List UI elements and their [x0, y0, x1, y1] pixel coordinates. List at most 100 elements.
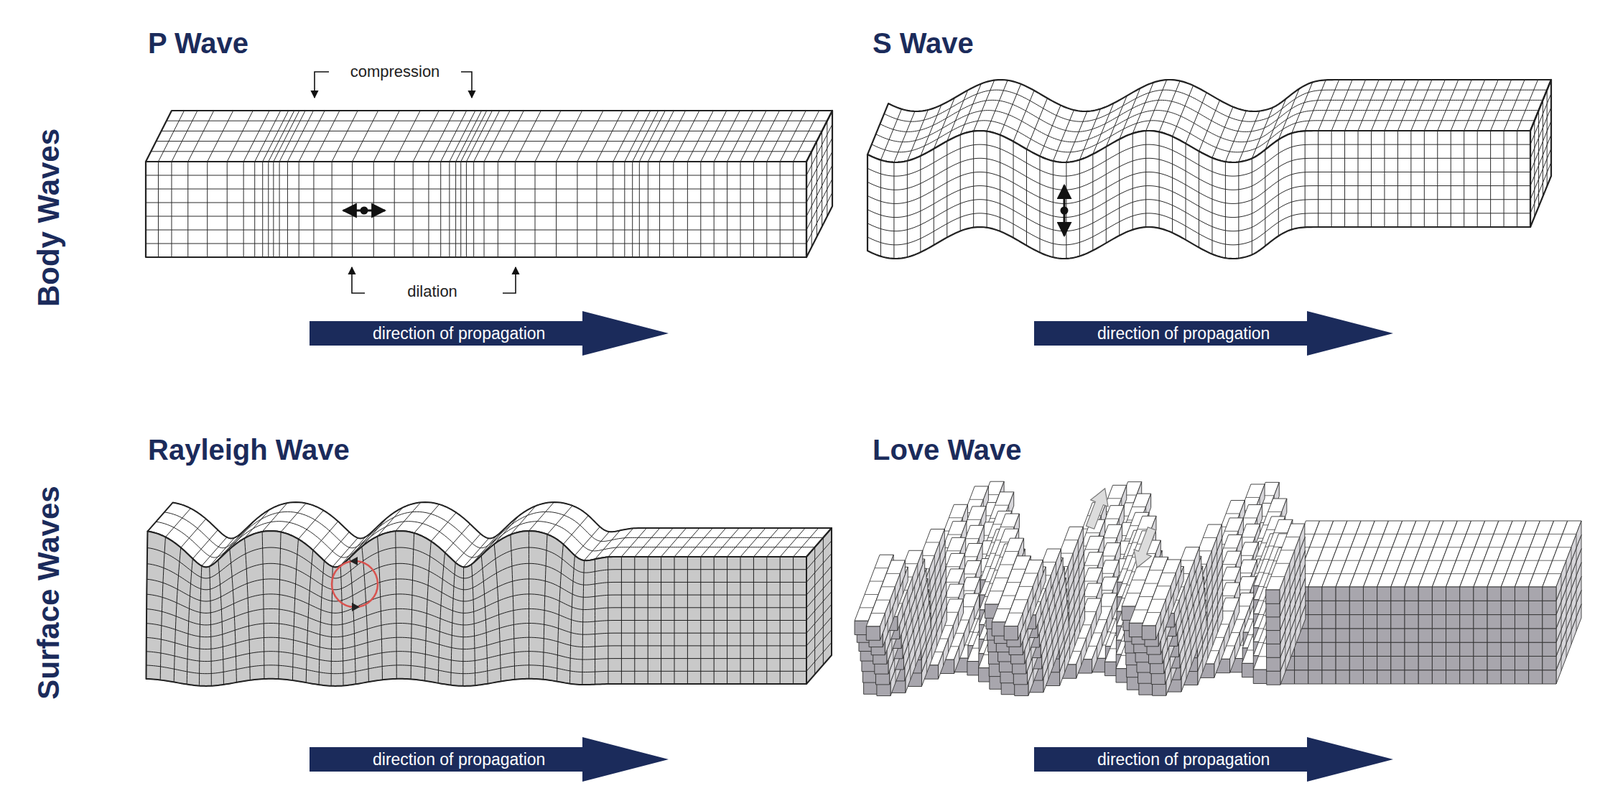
- front-face: [1294, 642, 1309, 656]
- propagation-arrow: direction of propagation: [1034, 310, 1394, 356]
- arrow-label: direction of propagation: [1097, 325, 1270, 342]
- front-face: [145, 161, 807, 258]
- front-face: [1308, 614, 1323, 629]
- front-face: [991, 621, 1006, 636]
- front-face: [1514, 642, 1529, 656]
- front-face: [1514, 628, 1529, 643]
- front-face: [1322, 600, 1336, 615]
- front-face: [1349, 614, 1364, 629]
- motion-arrow: [1081, 484, 1114, 530]
- front-face: [1500, 586, 1515, 601]
- front-face: [1377, 655, 1392, 670]
- front-face: [1404, 600, 1419, 615]
- front-face: [1500, 670, 1515, 684]
- ground-block: [1141, 559, 1181, 640]
- front-face: [1459, 628, 1474, 643]
- arrow-fill: [309, 310, 669, 356]
- front-face: [1446, 670, 1460, 684]
- front-face: [867, 130, 1531, 259]
- front-face: [1487, 628, 1501, 643]
- front-face: [1266, 589, 1280, 604]
- front-face: [1487, 655, 1501, 670]
- front-face: [1500, 600, 1515, 615]
- front-face: [1391, 655, 1405, 670]
- front-face: [1335, 642, 1350, 656]
- particle-orbit: [331, 560, 378, 607]
- front-face: [1418, 670, 1432, 684]
- front-face: [1266, 670, 1281, 685]
- label-anchor: S Wave: [872, 27, 974, 59]
- front-face: [1335, 670, 1350, 684]
- front-face: [1322, 586, 1336, 601]
- front-face: [1363, 642, 1377, 656]
- side-face: [1556, 520, 1582, 601]
- ground-block: [1266, 523, 1305, 604]
- front-face: [1349, 600, 1364, 615]
- grid-lines: [145, 110, 833, 258]
- front-face: [1363, 628, 1377, 643]
- front-face: [1528, 655, 1543, 670]
- front-face: [1391, 600, 1405, 615]
- front-face: [866, 626, 880, 640]
- front-face: [1294, 670, 1309, 684]
- orbit-arrowhead: [351, 602, 360, 612]
- side-face: [1017, 560, 1043, 640]
- front-face: [1446, 600, 1460, 615]
- orbit-arrowhead: [349, 556, 358, 566]
- callout-label: dilation: [407, 282, 458, 301]
- front-face: [1322, 670, 1336, 684]
- front-face: [1446, 586, 1460, 601]
- front-face: [1404, 614, 1419, 629]
- front-face: [1349, 670, 1364, 684]
- front-face: [1542, 655, 1557, 670]
- front-face: [1542, 614, 1557, 629]
- front-face: [1431, 600, 1446, 615]
- p-wave-block: [145, 110, 833, 258]
- front-face: [1404, 586, 1419, 601]
- front-face: [1473, 655, 1488, 670]
- front-face: [1446, 614, 1460, 629]
- propagation-arrow: direction of propagation: [309, 310, 669, 356]
- grid-lines: [1146, 572, 1176, 626]
- front-face: [1542, 670, 1557, 684]
- front-face: [1322, 614, 1336, 629]
- front-face: [1446, 628, 1460, 643]
- front-face: [1294, 655, 1309, 670]
- front-face: [1404, 642, 1419, 656]
- front-face: [1473, 586, 1488, 601]
- front-face: [1473, 614, 1488, 629]
- panel-title: Love Wave: [872, 433, 1022, 466]
- front-face: [1528, 628, 1543, 643]
- front-face: [1335, 614, 1350, 629]
- front-face: [1418, 614, 1432, 629]
- front-face: [1404, 670, 1419, 684]
- front-face: [1141, 625, 1156, 640]
- grid-lines: [871, 573, 900, 627]
- front-face: [1349, 655, 1364, 670]
- section-heading: Surface Waves: [32, 485, 66, 699]
- front-face: [1308, 628, 1323, 643]
- particle-dot: [360, 206, 369, 215]
- front-face: [1473, 600, 1488, 615]
- outline: [145, 161, 807, 258]
- front-face: [1308, 655, 1323, 670]
- front-face: [1266, 643, 1281, 658]
- front-face: [1391, 628, 1405, 643]
- front-face: [1514, 655, 1529, 670]
- front-face: [1431, 655, 1446, 670]
- label-anchor: compression: [350, 63, 441, 81]
- front-face: [1391, 642, 1405, 656]
- callout-label: compression: [350, 63, 441, 81]
- propagation-arrow: direction of propagation: [1034, 736, 1394, 782]
- arrow-label: direction of propagation: [372, 751, 546, 768]
- front-face: [1459, 655, 1474, 670]
- front-face: [1308, 586, 1323, 601]
- front-face: [1391, 614, 1405, 629]
- front-face: [1391, 670, 1405, 684]
- front-face: [1487, 586, 1501, 601]
- front-face: [1473, 642, 1488, 656]
- front-face: [1404, 628, 1419, 643]
- arrow-fill: [1034, 310, 1394, 356]
- front-face: [1363, 655, 1377, 670]
